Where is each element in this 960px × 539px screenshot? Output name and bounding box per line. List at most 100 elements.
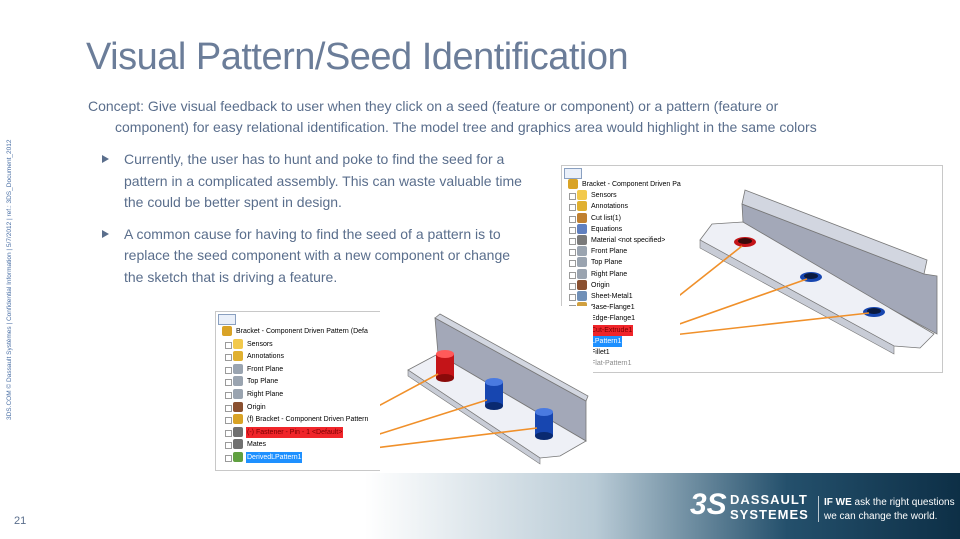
tree-item[interactable]: Right Plane	[216, 389, 393, 401]
expand-toggle-icon[interactable]	[225, 366, 232, 374]
3ds-logo-icon: 3S	[690, 488, 727, 521]
plane-icon	[577, 268, 587, 279]
page-number: 21	[14, 515, 27, 527]
expand-toggle-icon[interactable]	[569, 260, 576, 268]
assembly-icon	[222, 326, 232, 336]
tree-item-label: Sensors	[247, 340, 273, 348]
sheet-metal-bracket-graphic	[636, 170, 942, 372]
filter-icon[interactable]	[218, 314, 236, 325]
component-icon	[233, 426, 243, 437]
tree-item[interactable]: DerivedLPattern1	[216, 452, 393, 464]
side-note: 3DS.COM © Dassault Systèmes | Confidenti…	[6, 120, 20, 420]
concept-line-2: component) for easy relational identific…	[115, 119, 817, 135]
expand-toggle-icon[interactable]	[225, 429, 232, 437]
tree-item-label: Equations	[591, 225, 623, 233]
tree-item[interactable]: Front Plane	[562, 246, 680, 258]
expand-toggle-icon[interactable]	[225, 341, 232, 349]
tree-item-label: Annotations	[591, 203, 628, 211]
expand-toggle-icon[interactable]	[569, 294, 576, 301]
tree-item[interactable]: Sheet-Metal1	[562, 291, 680, 303]
tree-item[interactable]: Sensors	[216, 338, 393, 351]
tree-item[interactable]: (-) Fastener - Pin - 1 <Default>	[216, 426, 393, 439]
tree-item-label: Flat-Pattern1	[591, 360, 632, 368]
tree-item[interactable]: (f) Bracket - Component Driven Pattern	[216, 414, 393, 426]
tree-item[interactable]: Right Plane	[562, 268, 680, 281]
assembly-screenshot: Bracket - Component Driven Pattern (Defa…	[215, 311, 394, 471]
tree-item-label: Mates	[247, 441, 267, 449]
equations-icon	[577, 223, 587, 234]
tagline-line-1: IF WE ask the right questions	[824, 497, 955, 508]
plane-icon	[233, 389, 243, 399]
expand-toggle-icon[interactable]	[225, 455, 232, 462]
pattern-pin	[485, 382, 503, 406]
tree-item[interactable]: Origin	[562, 279, 680, 292]
tree-item-label: Bracket - Component Driven Pattern (Defa	[236, 328, 368, 335]
expand-toggle-icon[interactable]	[569, 193, 576, 201]
pattern-icon	[233, 452, 243, 462]
tree-item-label: Origin	[591, 281, 610, 289]
tree-item[interactable]: Cut list(1)	[562, 212, 680, 225]
tree-item-label: Origin	[247, 403, 266, 411]
tree-item[interactable]: Equations	[562, 223, 680, 236]
brand-line-2: SYSTEMES	[730, 507, 809, 522]
tree-item[interactable]: Bracket - Component Driven Pattern (Defa	[216, 326, 393, 338]
filter-icon[interactable]	[564, 168, 582, 179]
tree-item-label: Material <not specified>	[591, 237, 666, 244]
expand-toggle-icon[interactable]	[569, 226, 576, 234]
seed-pin	[436, 354, 454, 378]
concept-text: Concept: Give visual feedback to user wh…	[88, 96, 898, 138]
plane-icon	[233, 363, 243, 374]
dassault-logo[interactable]: 3S DASSAULT SYSTEMES	[690, 488, 810, 524]
brand-line-1: DASSAULT	[730, 492, 808, 507]
tree-item[interactable]: Bracket - Component Driven Pa	[562, 179, 681, 191]
expand-toggle-icon[interactable]	[569, 271, 576, 279]
annotations-icon	[577, 201, 587, 212]
expand-toggle-icon[interactable]	[225, 404, 232, 412]
tree-item-label: DerivedLPattern1	[246, 452, 303, 463]
expand-toggle-icon[interactable]	[225, 354, 232, 362]
tree-item[interactable]: Top Plane	[562, 257, 680, 269]
tree-item-label: Front Plane	[247, 365, 284, 373]
material-icon	[577, 235, 587, 245]
expand-toggle-icon[interactable]	[225, 392, 232, 399]
tree-item[interactable]: Top Plane	[216, 376, 393, 388]
tree-item[interactable]: Mates	[216, 439, 393, 451]
annotations-icon	[233, 351, 243, 362]
mates-icon	[233, 439, 243, 450]
bullet-list: Currently, the user has to hunt and poke…	[100, 149, 530, 298]
tree-item[interactable]: Material <not specified>	[562, 235, 680, 247]
tree-item-label: Sensors	[591, 192, 617, 200]
tree-item-label: Edge-Flange1	[591, 315, 635, 323]
tree-item[interactable]: Annotations	[216, 351, 393, 363]
expand-toggle-icon[interactable]	[225, 417, 232, 425]
slide-title: Visual Pattern/Seed Identification	[86, 36, 629, 78]
expand-toggle-icon[interactable]	[569, 215, 576, 223]
cutlist-icon	[577, 212, 587, 223]
expand-toggle-icon[interactable]	[569, 282, 576, 290]
tree-item-label: Annotations	[247, 353, 284, 361]
sensors-icon	[577, 190, 587, 201]
tree-item[interactable]: Sensors	[562, 190, 680, 202]
expand-toggle-icon[interactable]	[569, 249, 576, 257]
pattern-pin	[535, 412, 553, 436]
expand-toggle-icon[interactable]	[225, 442, 232, 450]
concept-line-1: Concept: Give visual feedback to user wh…	[88, 98, 779, 114]
tagline-bold: IF WE	[824, 497, 852, 508]
footer-band	[0, 473, 960, 539]
part-icon	[568, 179, 578, 189]
expand-toggle-icon[interactable]	[569, 238, 576, 245]
expand-toggle-icon[interactable]	[569, 204, 576, 212]
origin-icon	[577, 279, 587, 290]
tree-item[interactable]: Annotations	[562, 201, 680, 213]
copyright-text: 3DS.COM © Dassault Systèmes | Confidenti…	[6, 139, 13, 420]
origin-icon	[233, 401, 243, 412]
tree-item[interactable]: Origin	[216, 401, 393, 414]
tree-item[interactable]: Front Plane	[216, 363, 393, 376]
tree-item-label: LPattern1	[590, 335, 623, 347]
tree-item-label: Fillet1	[591, 349, 610, 356]
expand-toggle-icon[interactable]	[225, 379, 232, 387]
tree-item-label: Right Plane	[591, 270, 628, 278]
assembly-graphic	[380, 306, 593, 473]
assembly-feature-tree: Bracket - Component Driven Pattern (Defa…	[216, 312, 393, 470]
